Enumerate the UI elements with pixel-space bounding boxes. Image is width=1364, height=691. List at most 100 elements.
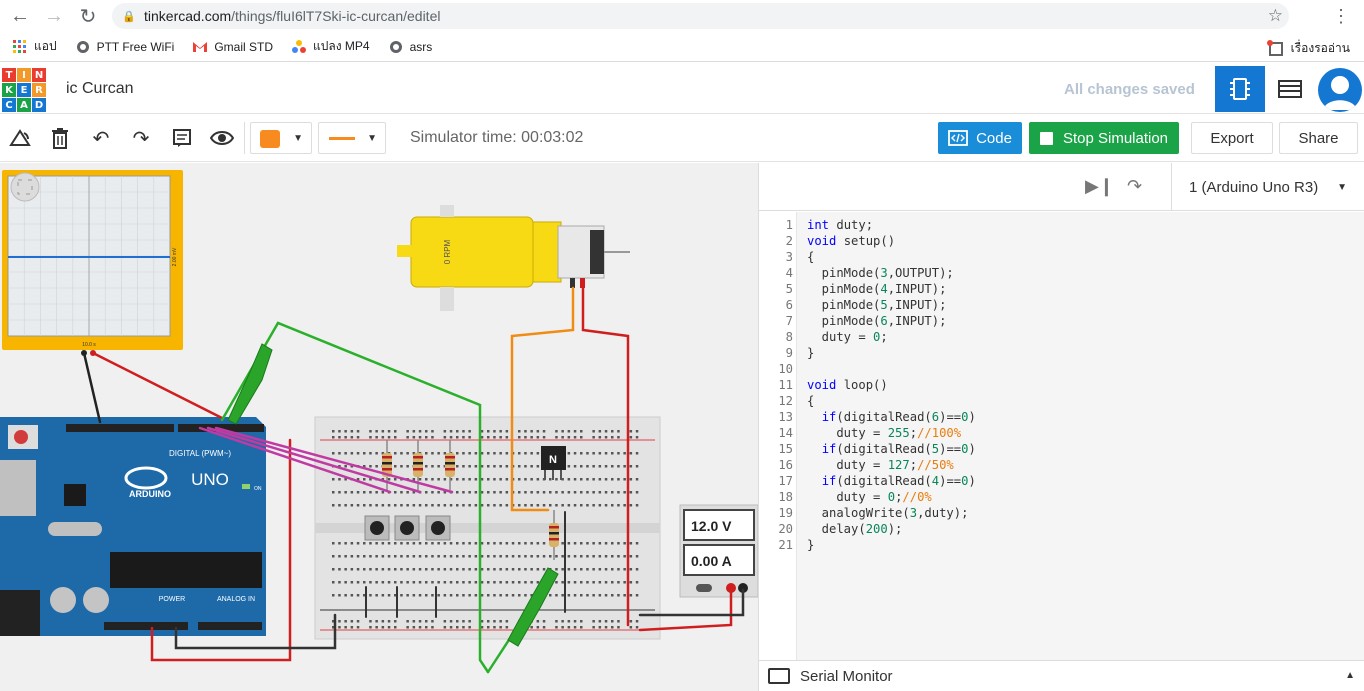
reading-list-label: เรื่องรออ่าน	[1290, 41, 1350, 55]
bookmark-ptt-wifi[interactable]: PTT Free WiFi	[75, 39, 174, 55]
debugger-icon[interactable]: ↷	[1127, 176, 1143, 196]
notes-icon[interactable]	[168, 124, 196, 152]
bookmarks-bar: แอป PTT Free WiFi Gmail STD แปลง MP4 asr…	[0, 32, 1364, 62]
code-button-label: Code	[976, 129, 1012, 147]
code-line: pinMode(6,INPUT);	[807, 314, 947, 328]
arduino-brand: ARDUINO	[129, 489, 171, 499]
component-list-button[interactable]	[1265, 66, 1315, 112]
forward-arrow-icon[interactable]: →	[44, 4, 64, 27]
resistor[interactable]	[549, 523, 559, 547]
bookmark-label: asrs	[409, 39, 433, 54]
oscilloscope-time: 10.0 s	[82, 342, 96, 348]
browser-address-bar: ← → ↻ 🔒 tinkercad.com /things/fluI6lT7Sk…	[0, 0, 1364, 32]
line-number: 17	[778, 474, 793, 488]
line-number: 10	[778, 362, 793, 376]
code-line: {	[807, 394, 815, 408]
bookmark-asrs[interactable]: asrs	[388, 39, 433, 55]
serial-monitor-toggle[interactable]: Serial Monitor ▲	[759, 660, 1364, 691]
resistors[interactable]	[382, 440, 559, 560]
code-button[interactable]: Code	[938, 122, 1022, 154]
visibility-eye-icon[interactable]	[208, 124, 236, 152]
trash-icon[interactable]	[46, 124, 74, 152]
resistor[interactable]	[413, 453, 423, 477]
bookmark-label: Gmail STD	[214, 39, 274, 54]
code-line: pinMode(3,OUTPUT);	[807, 266, 954, 280]
arduino-uno[interactable]: ARDUINO UNO DIGITAL (PWM~) POWER ANALOG …	[0, 417, 266, 636]
logo-letter: T	[2, 68, 16, 82]
bookmark-star-icon[interactable]: ☆	[1267, 6, 1283, 25]
redo-icon[interactable]: ↷	[132, 127, 150, 150]
bookmark-mp4[interactable]: แปลง MP4	[291, 37, 370, 56]
reload-icon[interactable]: ↻	[79, 5, 97, 28]
line-number: 3	[785, 250, 793, 264]
alligator-clips[interactable]	[227, 343, 559, 647]
circuit-chip-icon	[1230, 78, 1250, 100]
apps-grid-icon	[12, 39, 28, 55]
chevron-down-icon: ▼	[1337, 182, 1347, 193]
wire-color-dropdown[interactable]: ▼	[250, 122, 312, 154]
line-number: 16	[778, 458, 793, 472]
bookmark-gmail[interactable]: Gmail STD	[192, 39, 273, 55]
user-avatar[interactable]	[1318, 68, 1362, 112]
circuit-canvas[interactable]: 2.00 mV 10.0 s 0 RPM	[0, 163, 758, 691]
color-swatch	[260, 130, 280, 148]
resistor[interactable]	[445, 453, 455, 477]
code-line: void loop()	[807, 378, 888, 392]
line-number: 14	[778, 426, 793, 440]
line-number: 21	[778, 538, 793, 552]
line-number: 6	[785, 298, 793, 312]
breadboard[interactable]	[314, 416, 661, 640]
code-line: int duty;	[807, 218, 874, 232]
line-number: 2	[785, 234, 793, 248]
code-line: duty = 255;//100%	[807, 426, 962, 440]
chevron-up-icon: ▲	[1345, 670, 1355, 681]
oscilloscope[interactable]: 2.00 mV 10.0 s	[2, 170, 183, 356]
fullscreen-icon[interactable]	[17, 179, 33, 195]
code-line: }	[807, 538, 815, 552]
analog-label: ANALOG IN	[217, 596, 255, 603]
url-field[interactable]: 🔒 tinkercad.com /things/fluI6lT7Ski-ic-c…	[112, 3, 1289, 29]
browser-menu-icon[interactable]: ⋮	[1332, 6, 1350, 26]
transistor[interactable]: N	[541, 446, 566, 480]
editor-toolbar: ↶ ↷ ▼ ▼ Simulator time: 00:03:02 Code St…	[0, 114, 1364, 162]
line-number: 12	[778, 394, 793, 408]
dc-motor[interactable]: 0 RPM	[397, 205, 630, 311]
wire-type-dropdown[interactable]: ▼	[318, 122, 386, 154]
step-debug-icon[interactable]: ▶❙	[1085, 176, 1114, 196]
code-line: if(digitalRead(4)==0)	[821, 474, 976, 488]
device-select-value: 1 (Arduino Uno R3)	[1189, 178, 1319, 196]
circuit-view-button[interactable]	[1215, 66, 1265, 112]
dots-icon	[291, 39, 307, 55]
project-title[interactable]: ic Curcan	[66, 80, 134, 97]
serial-monitor-label: Serial Monitor	[800, 667, 893, 685]
toolbar-divider	[244, 122, 245, 154]
motor-rpm: 0 RPM	[443, 239, 452, 264]
power-supply[interactable]: 12.0 V 0.00 A	[679, 504, 758, 598]
push-buttons[interactable]	[364, 515, 451, 541]
share-button[interactable]: Share	[1279, 122, 1358, 154]
circuit-scene: 2.00 mV 10.0 s 0 RPM	[0, 170, 758, 674]
code-line: delay(200);	[807, 522, 903, 536]
simulator-time: Simulator time: 00:03:02	[410, 129, 584, 146]
bookmark-apps[interactable]: แอป	[12, 37, 57, 56]
export-button[interactable]: Export	[1191, 122, 1273, 154]
line-number: 13	[778, 410, 793, 424]
resistor[interactable]	[382, 453, 392, 477]
stop-simulation-button[interactable]: Stop Simulation	[1029, 122, 1179, 154]
rotate-icon[interactable]	[6, 124, 34, 152]
code-line: if(digitalRead(5)==0)	[821, 442, 976, 456]
supply-current: 0.00 A	[691, 553, 732, 569]
globe-icon	[388, 39, 404, 55]
code-editor-icon	[948, 130, 968, 146]
undo-icon[interactable]: ↶	[92, 127, 110, 150]
device-select[interactable]: 1 (Arduino Uno R3) ▼	[1175, 171, 1361, 203]
stop-simulation-label: Stop Simulation	[1062, 129, 1169, 147]
code-line: {	[807, 250, 815, 264]
code-line: if(digitalRead(6)==0)	[821, 410, 976, 424]
back-arrow-icon[interactable]: ←	[10, 4, 30, 27]
reading-list[interactable]: เรื่องรออ่าน	[1266, 39, 1350, 58]
